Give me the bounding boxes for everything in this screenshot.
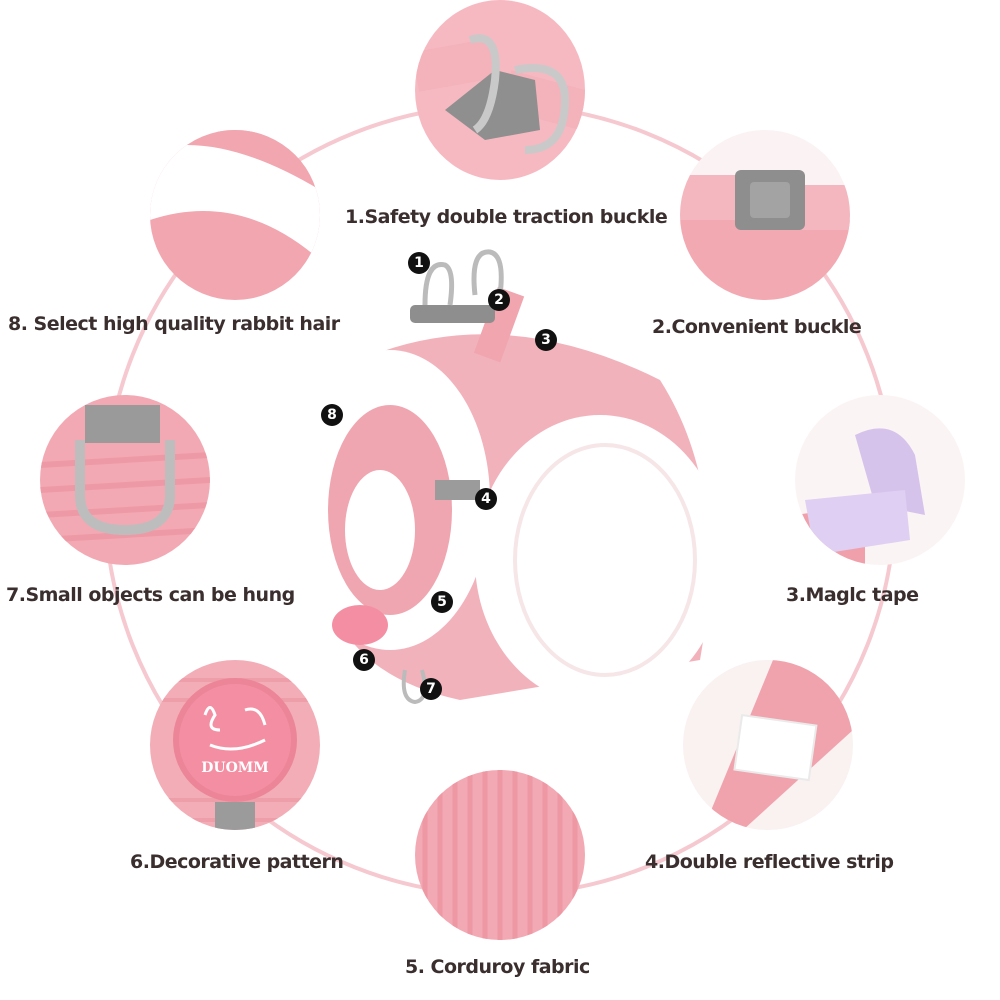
marker-6: 6 — [353, 649, 375, 671]
corduroy-texture-icon — [415, 770, 585, 940]
harness-icon — [290, 249, 725, 705]
harness-product-image — [260, 240, 740, 720]
d-ring-icon — [40, 395, 210, 565]
marker-7: 7 — [420, 678, 442, 700]
velcro-tape-icon — [795, 395, 965, 565]
plush-fur-icon — [150, 130, 320, 300]
label-safety-buckle: 1.Safety double traction buckle — [345, 206, 668, 228]
detail-image-rabbit-hair — [150, 130, 320, 300]
label-reflective-strip: 4.Double reflective strip — [645, 851, 894, 873]
marker-3: 3 — [535, 329, 557, 351]
marker-2: 2 — [488, 289, 510, 311]
detail-image-d-ring — [40, 395, 210, 565]
svg-text:DUOMM: DUOMM — [201, 760, 269, 776]
marker-1: 1 — [408, 252, 430, 274]
label-decorative-pattern: 6.Decorative pattern — [130, 851, 344, 873]
label-rabbit-hair: 8. Select high quality rabbit hair — [8, 313, 340, 335]
reflective-strip-icon — [683, 660, 853, 830]
marker-4: 4 — [475, 488, 497, 510]
label-convenient-buckle: 2.Convenient buckle — [652, 316, 862, 338]
label-magic-tape: 3.Maglc tape — [786, 584, 919, 606]
buckle-with-d-rings-icon — [415, 0, 585, 180]
detail-image-corduroy — [415, 770, 585, 940]
label-corduroy-fabric: 5. Corduroy fabric — [405, 956, 590, 978]
detail-image-decorative-patch: DUOMM — [150, 660, 320, 830]
detail-image-reflective-strip — [683, 660, 853, 830]
detail-image-magic-tape — [795, 395, 965, 565]
label-small-objects: 7.Small objects can be hung — [6, 584, 295, 606]
marker-5: 5 — [431, 591, 453, 613]
detail-image-safety-buckle — [415, 0, 585, 180]
marker-8: 8 — [321, 404, 343, 426]
brand-patch-icon: DUOMM — [150, 660, 320, 830]
